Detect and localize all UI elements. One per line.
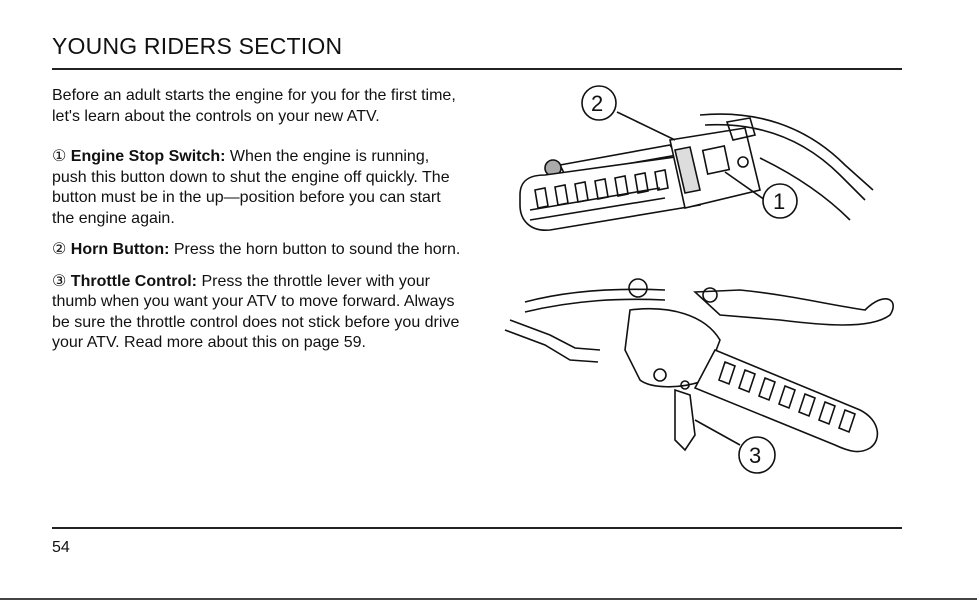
callout-3: 3 [749, 443, 761, 468]
footer-rule [52, 527, 902, 529]
handlebar-switch-illustration: 2 1 [519, 85, 874, 231]
item-text: When the engine is running, push this bu… [52, 148, 450, 227]
item-text: Press the throttle lever with your thumb… [52, 272, 460, 352]
page-number: 54 [52, 539, 70, 556]
header-rule [52, 68, 902, 70]
horn-button-paragraph: ② Horn Button: Press the horn button to … [52, 240, 462, 261]
throttle-illustration: 3 [504, 278, 894, 474]
callout-2: 2 [591, 91, 603, 116]
page-edge-rule [0, 598, 977, 600]
intro-paragraph: Before an adult starts the engine for yo… [52, 87, 456, 125]
callout-1: 1 [773, 189, 785, 214]
item-label: Engine Stop Switch: [70, 148, 226, 165]
item-text: Press the horn button to sound the horn. [169, 241, 461, 258]
text-column: Before an adult starts the engine for yo… [52, 86, 462, 365]
item-marker: ② [52, 241, 67, 258]
page-title: YOUNG RIDERS SECTION [52, 33, 343, 59]
item-marker: ① [52, 148, 67, 165]
item-marker: ③ [52, 272, 67, 290]
item-label: Throttle Control: [70, 272, 197, 290]
throttle-control-paragraph: ③ Throttle Control: Press the throttle l… [52, 272, 462, 354]
item-label: Horn Button: [70, 241, 170, 258]
engine-stop-switch-paragraph: ① Engine Stop Switch: When the engine is… [52, 147, 462, 229]
